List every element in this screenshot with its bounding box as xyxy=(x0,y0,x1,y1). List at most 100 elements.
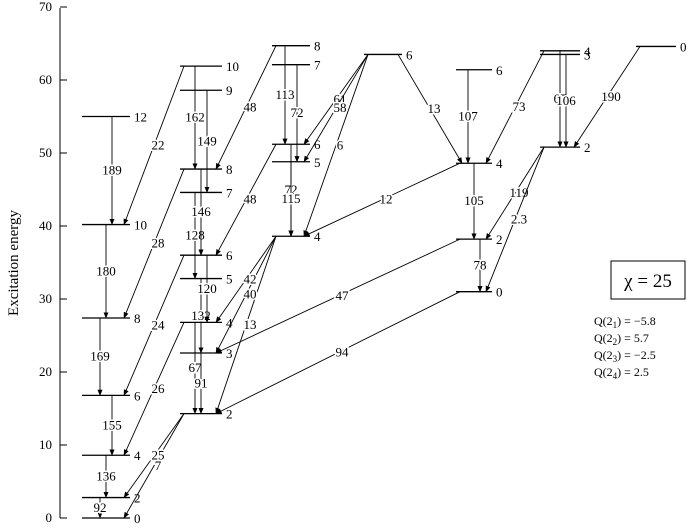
transition-strength-label: 155 xyxy=(102,417,122,432)
level-spin-label: 10 xyxy=(226,59,239,74)
level-spin-label: 5 xyxy=(226,272,233,287)
level-spin-label: 6 xyxy=(226,248,233,263)
level-spin-label: 6 xyxy=(134,388,141,403)
quadrupole-moment-entry: Q(21) = −5.8 xyxy=(594,314,656,330)
transition-strength-label: 6 xyxy=(337,137,344,152)
level-spin-label: 2 xyxy=(496,232,503,247)
level-spin-label: 3 xyxy=(584,47,591,62)
level-spin-label: 4 xyxy=(584,44,591,59)
transition-arrow xyxy=(215,291,461,415)
transition-arrow xyxy=(215,45,277,170)
level-spin-label: 0 xyxy=(680,39,687,54)
transition-arrow xyxy=(123,322,185,456)
transition-arrow xyxy=(573,46,641,148)
level-spin-label: 6 xyxy=(406,47,413,62)
transition-strength-label: 162 xyxy=(185,110,205,125)
transition-strength-label: 67 xyxy=(554,91,568,106)
transition-strength-label: 7 xyxy=(155,458,162,473)
transition-arrow xyxy=(397,54,463,164)
level-spin-label: 6 xyxy=(496,63,503,78)
level-spin-label: 5 xyxy=(314,155,321,170)
level-spin-label: 2 xyxy=(584,140,591,155)
level-spin-label: 7 xyxy=(314,58,321,73)
transition-arrow xyxy=(303,54,369,145)
y-tick-label: 70 xyxy=(39,0,52,14)
transition-arrow xyxy=(485,50,545,164)
transition-strength-label: 12 xyxy=(380,192,393,207)
level-spin-label: 7 xyxy=(226,185,233,200)
transition-strength-label: 13 xyxy=(428,101,441,116)
chi-box xyxy=(610,260,686,300)
transition-strength-label: 73 xyxy=(513,99,526,114)
y-tick-label: 10 xyxy=(39,437,52,452)
transition-strength-label: 113 xyxy=(275,87,294,102)
level-spin-label: 12 xyxy=(134,110,147,125)
level-spin-label: 0 xyxy=(496,285,503,300)
level-spin-label: 2 xyxy=(134,491,141,506)
transition-strength-label: 180 xyxy=(96,263,116,278)
level-spin-label: 8 xyxy=(314,39,321,54)
transition-strength-label: 78 xyxy=(474,257,487,272)
quadrupole-moments: Q(21) = −5.8Q(22) = 5.7Q(23) = −2.5Q(24)… xyxy=(594,314,656,381)
transition-arrow xyxy=(485,146,545,293)
level-spin-label: 0 xyxy=(134,511,141,526)
transition-strength-label: 107 xyxy=(458,109,478,124)
transition-strength-label: 28 xyxy=(152,236,165,251)
transition-strength-label: 13 xyxy=(244,317,257,332)
transition-arrow xyxy=(123,413,185,519)
transition-arrow xyxy=(303,162,461,237)
chi-value: χ = 25 xyxy=(623,271,672,292)
transition-strength-label: 94 xyxy=(336,345,350,360)
quadrupole-moment-entry: Q(24) = 2.5 xyxy=(594,365,649,381)
transition-strength-label: 106 xyxy=(556,93,576,108)
transition-strength-label: 136 xyxy=(96,468,116,483)
transition-strength-label: 25 xyxy=(152,448,165,463)
level-spin-label: 10 xyxy=(134,218,147,233)
transition-arrow xyxy=(123,255,185,396)
transition-arrow xyxy=(215,238,461,354)
chi-legend: χ = 25 xyxy=(610,260,686,300)
transition-arrow xyxy=(123,65,185,226)
y-tick-label: 0 xyxy=(46,510,53,525)
transition-strength-label: 72 xyxy=(291,105,304,120)
y-tick-label: 20 xyxy=(39,364,52,379)
transition-strength-label: 22 xyxy=(152,137,165,152)
y-tick-label: 30 xyxy=(39,291,52,306)
transition-strength-label: 26 xyxy=(152,381,166,396)
transition-strength-label: 58 xyxy=(334,100,347,115)
level-spin-label: 8 xyxy=(226,162,233,177)
level-spin-label: 4 xyxy=(226,315,233,330)
quadrupole-moment-entry: Q(22) = 5.7 xyxy=(594,331,649,347)
transition-strength-label: 146 xyxy=(191,204,211,219)
transition-strength-label: 92 xyxy=(94,500,107,515)
transition-strength-label: 115 xyxy=(281,191,300,206)
y-tick-label: 40 xyxy=(39,218,52,233)
transition-strength-label: 48 xyxy=(244,99,257,114)
transition-strength-label: 24 xyxy=(152,317,166,332)
transition-strength-label: 190 xyxy=(601,89,621,104)
level-spin-label: 6 xyxy=(314,137,321,152)
level-spin-label: 4 xyxy=(134,448,141,463)
transition-strength-label: 120 xyxy=(197,281,217,296)
transition-strength-label: 169 xyxy=(90,349,110,364)
transition-arrow xyxy=(215,144,277,256)
transition-arrow xyxy=(303,54,369,237)
level-spin-label: 8 xyxy=(134,311,141,326)
y-axis-label: Excitation energy xyxy=(6,210,22,316)
transition-strength-label: 47 xyxy=(336,288,350,303)
quadrupole-moment-entry: Q(23) = −2.5 xyxy=(594,348,656,364)
transition-arrow xyxy=(215,236,277,415)
transition-arrow xyxy=(215,236,277,354)
level-spin-label: 3 xyxy=(226,346,233,361)
transition-strength-label: 128 xyxy=(185,227,205,242)
transition-strength-label: 42 xyxy=(244,271,257,286)
transition-strength-label: 149 xyxy=(197,133,217,148)
transitions-layer: 9213615516918018972526242822671321201281… xyxy=(89,45,641,519)
transition-strength-label: 105 xyxy=(464,193,484,208)
transition-arrow xyxy=(123,168,185,319)
level-spin-label: 4 xyxy=(496,156,503,171)
level-spin-label: 9 xyxy=(226,83,233,98)
transition-strength-label: 189 xyxy=(102,163,122,178)
